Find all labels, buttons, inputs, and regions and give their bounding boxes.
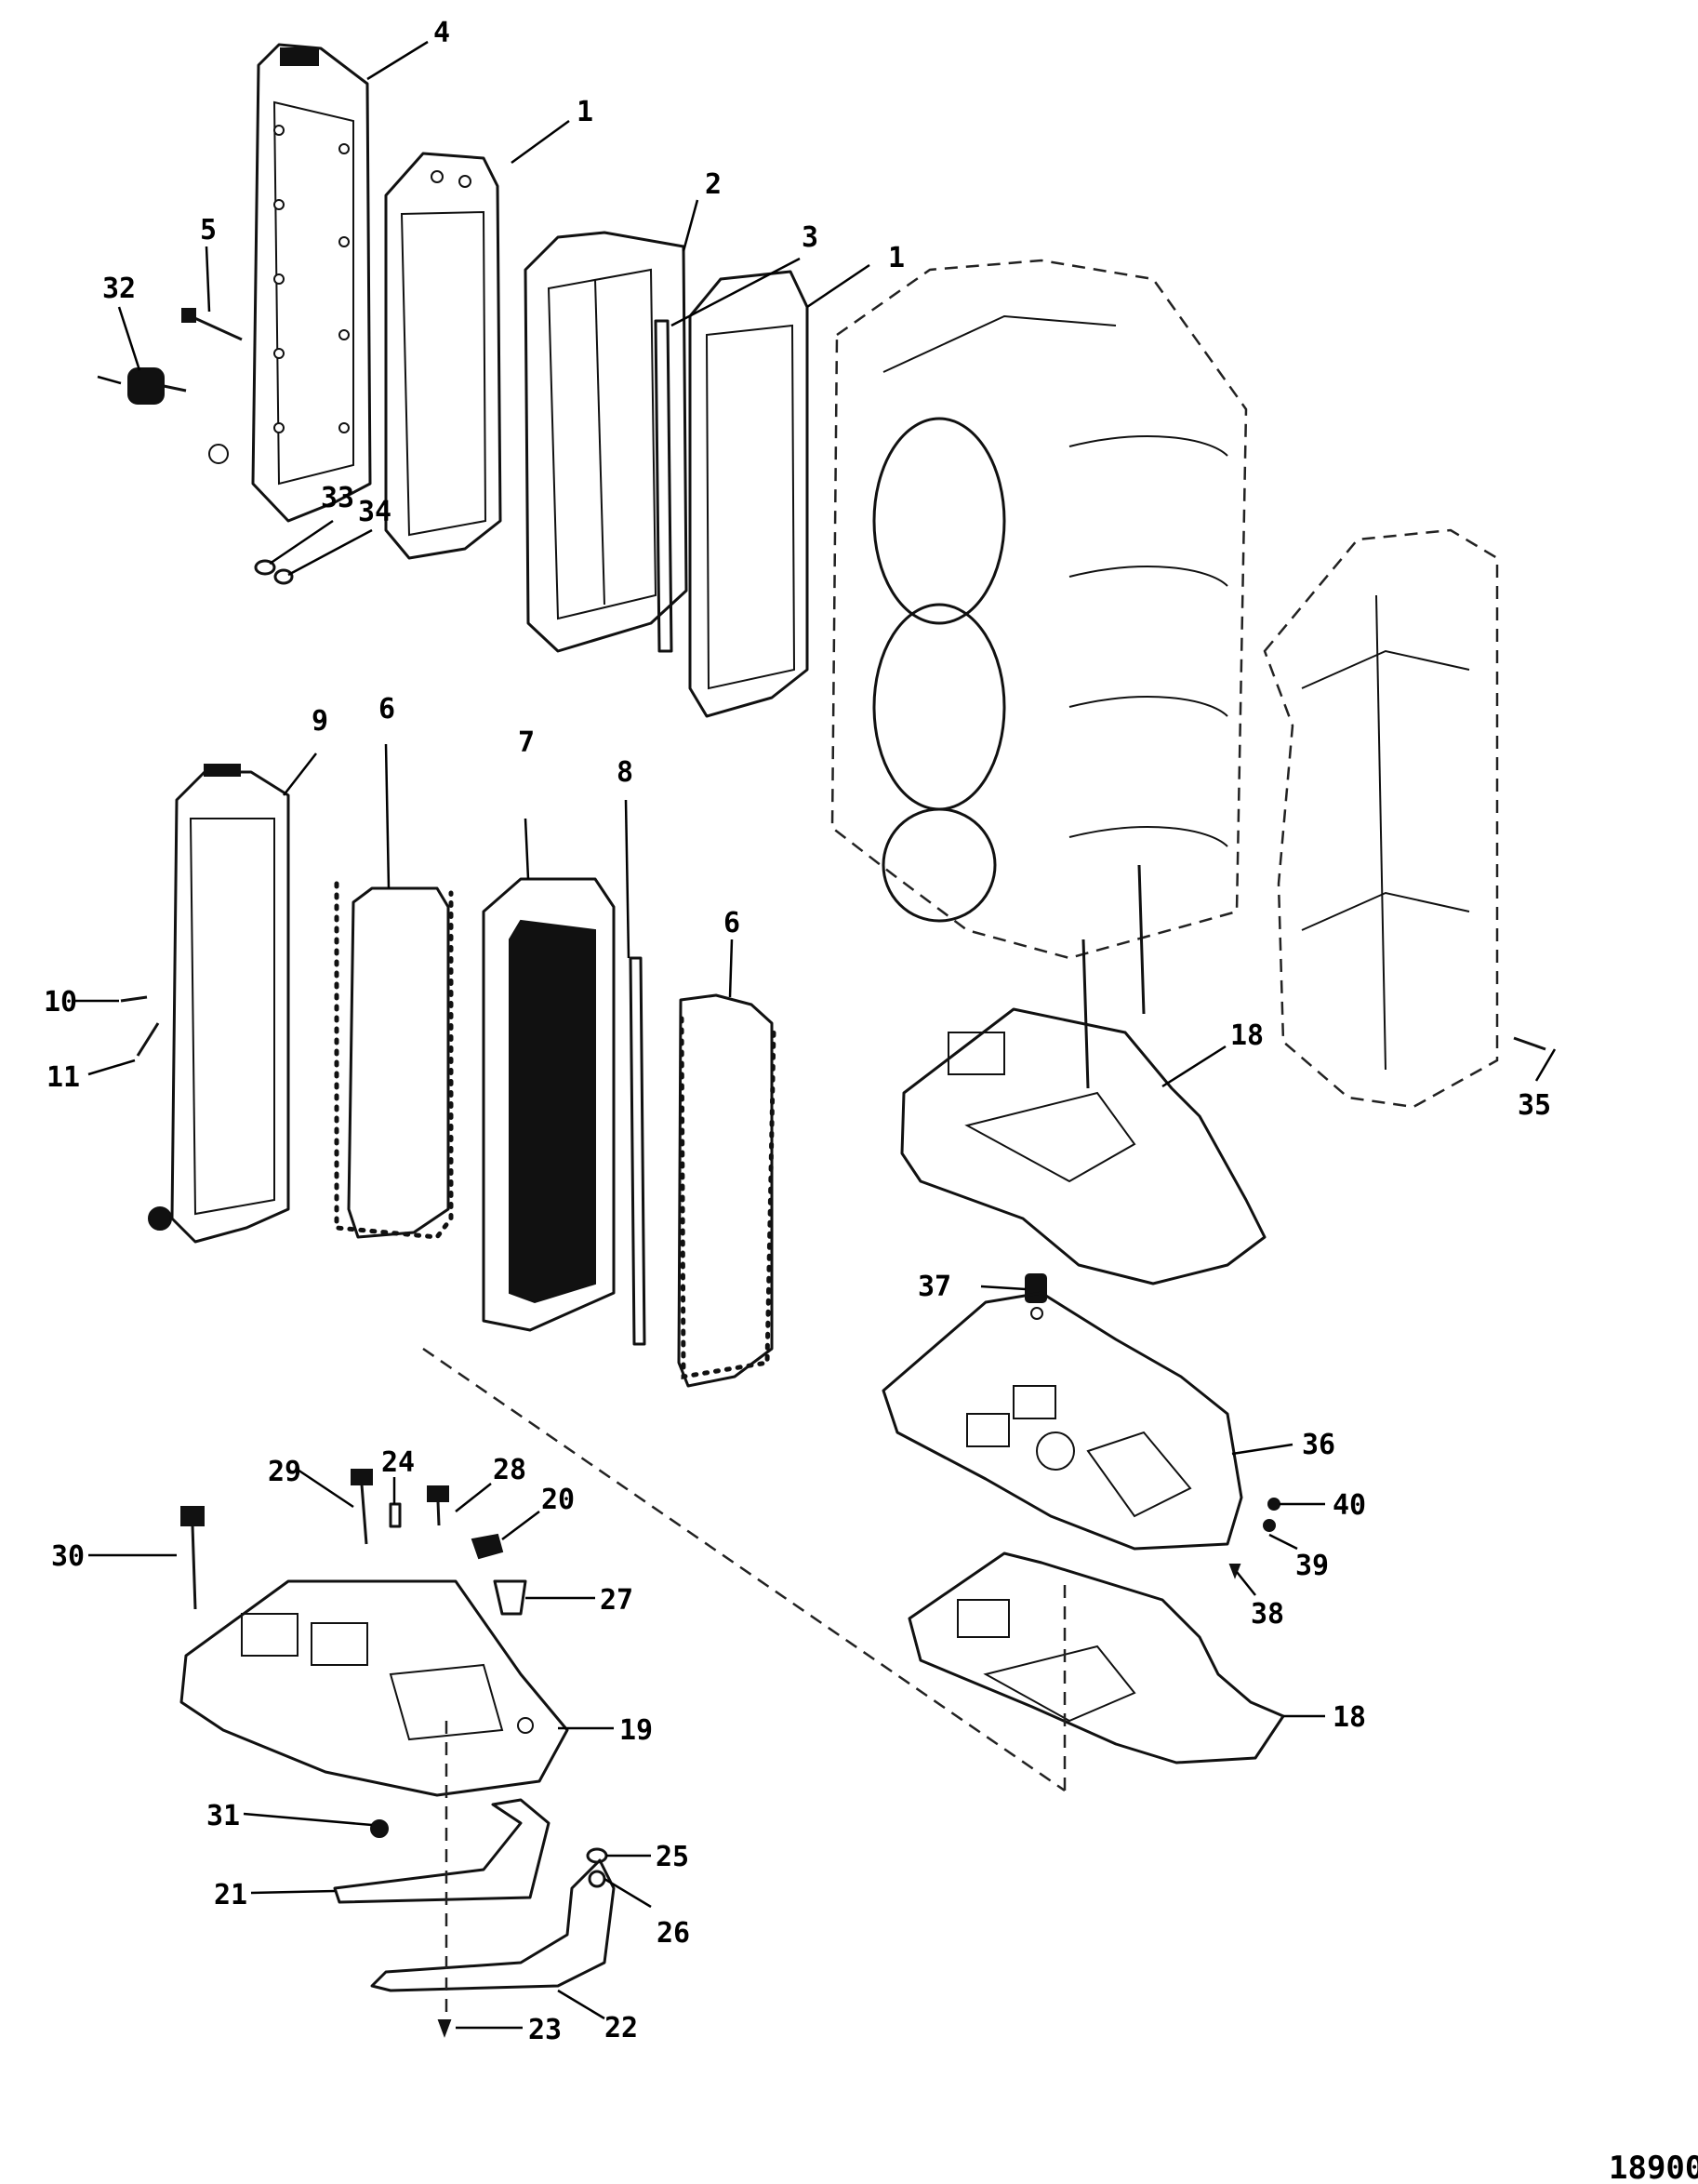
callout-6-right: 6 <box>723 907 740 939</box>
callout-24: 24 <box>381 1446 415 1479</box>
screw-part-28 <box>427 1485 449 1526</box>
washer-part-25 <box>586 1847 608 1864</box>
gasket-part-6-left <box>334 881 454 1240</box>
nut-part-39 <box>1263 1519 1276 1532</box>
figure-reference-number: 18900 <box>1609 2150 1698 2184</box>
callout-1-upper-right: 1 <box>888 242 905 274</box>
callout-34: 34 <box>358 496 391 528</box>
callout-6-left: 6 <box>378 693 395 726</box>
callout-28: 28 <box>493 1454 526 1486</box>
callout-22: 22 <box>604 2012 638 2044</box>
callout-8: 8 <box>617 756 633 789</box>
callout-5: 5 <box>200 214 217 246</box>
gasket-spring-part-37 <box>1025 1273 1047 1320</box>
gasket-part-18-lower <box>908 1551 1285 1765</box>
screw-part-29 <box>351 1469 373 1545</box>
screw-part-30 <box>180 1506 205 1610</box>
callout-21: 21 <box>214 1879 247 1911</box>
callout-11: 11 <box>46 1061 80 1094</box>
callout-10: 10 <box>44 986 77 1019</box>
screw-part-5 <box>181 308 243 341</box>
plug-part-31 <box>370 1819 389 1838</box>
callout-7: 7 <box>518 726 535 759</box>
callout-39: 39 <box>1295 1550 1329 1582</box>
callout-25: 25 <box>656 1841 689 1873</box>
gasket-part-18-upper <box>900 1007 1267 1285</box>
powerhead-cylinder-block <box>830 259 1248 1089</box>
exhaust-cover-part-9 <box>148 764 290 1244</box>
adapter-housing-part-19 <box>179 1579 569 1797</box>
callout-40: 40 <box>1333 1489 1366 1522</box>
crankcase-cover <box>1263 528 1499 1109</box>
callout-9: 9 <box>312 705 328 738</box>
screw-part-38 <box>1228 1564 1241 1579</box>
callout-30: 30 <box>51 1540 85 1573</box>
dowel-pin-part-35 <box>1513 1036 1546 1051</box>
pin-part-24 <box>389 1502 402 1528</box>
divider-plate-part-2 <box>524 231 688 653</box>
washer-part-40 <box>1267 1498 1280 1511</box>
screw-part-23 <box>437 2019 452 2038</box>
exhaust-cover-part-4 <box>208 43 372 523</box>
callout-36: 36 <box>1302 1429 1335 1461</box>
seal-strip-part-8 <box>629 956 646 1346</box>
leader-lines <box>74 40 1557 2030</box>
callout-2: 2 <box>705 168 722 201</box>
plug-part-27 <box>493 1579 527 1616</box>
callout-26: 26 <box>657 1917 690 1950</box>
callout-38: 38 <box>1251 1598 1284 1631</box>
washers-part-33-34 <box>254 559 294 585</box>
divider-plate-part-7 <box>482 877 616 1332</box>
callout-18-lower: 18 <box>1333 1701 1366 1734</box>
seal-strip-part-3 <box>654 319 673 653</box>
callout-33: 33 <box>321 482 354 514</box>
callout-35: 35 <box>1518 1089 1551 1122</box>
callout-27: 27 <box>600 1584 633 1617</box>
callout-18-upper: 18 <box>1230 1019 1264 1052</box>
callout-32: 32 <box>102 273 136 305</box>
callout-37: 37 <box>918 1271 951 1303</box>
callout-4: 4 <box>433 17 450 49</box>
callout-29: 29 <box>268 1456 301 1488</box>
nut-part-26 <box>588 1870 606 1888</box>
bracket-part-22 <box>370 1858 616 1992</box>
gasket-part-1-upper-left <box>384 152 502 560</box>
callout-31: 31 <box>206 1800 240 1832</box>
callout-20: 20 <box>541 1484 575 1516</box>
mount-part-32 <box>97 367 187 405</box>
adapter-plate-part-36 <box>882 1291 1243 1551</box>
alignment-line <box>422 1347 1067 1792</box>
callout-1-upper-left: 1 <box>577 96 593 128</box>
gasket-part-6-right <box>677 993 776 1388</box>
bracket-part-21 <box>333 1798 551 1904</box>
fitting-part-20 <box>471 1533 504 1560</box>
screw-part-10 <box>120 995 148 1003</box>
callout-3: 3 <box>802 221 818 254</box>
callout-19: 19 <box>619 1714 653 1747</box>
callout-23: 23 <box>528 2014 562 2046</box>
spring-part-11 <box>136 1022 160 1057</box>
gasket-part-1-upper-right <box>688 270 809 718</box>
